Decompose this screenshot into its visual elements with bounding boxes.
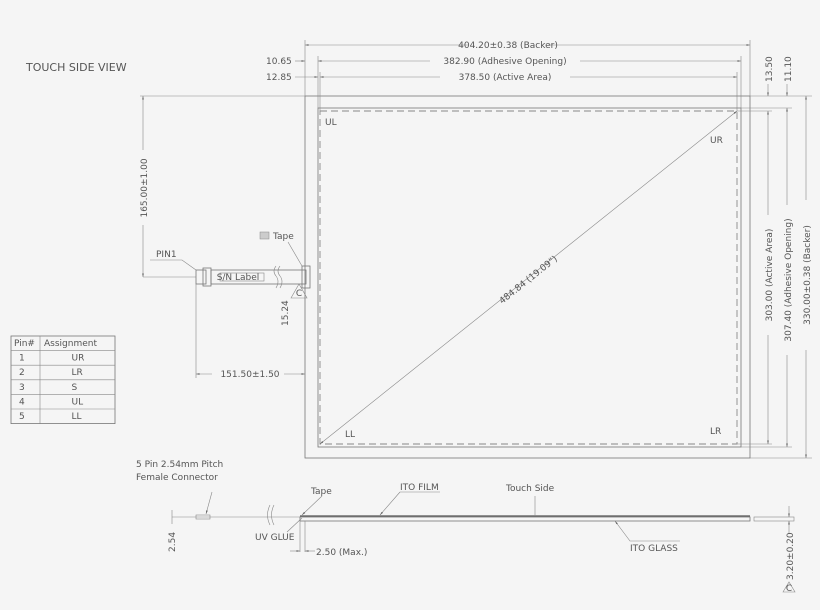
glue-max-label: 2.50 (Max.) bbox=[316, 548, 367, 558]
note-mark-c: C bbox=[296, 289, 302, 299]
table-cell-assignment: LL bbox=[72, 412, 82, 422]
table-header: Assignment bbox=[44, 339, 97, 349]
ito-film-label: ITO FILM bbox=[400, 483, 439, 493]
table-header: Pin# bbox=[14, 339, 35, 349]
thickness-label: 3.20±0.20 bbox=[786, 532, 796, 580]
active-height-label: 303.00 (Active Area) bbox=[765, 229, 775, 322]
left-offset-adhesive-label: 10.65 bbox=[266, 57, 292, 67]
top-offset-adhesive-label: 11.10 bbox=[784, 56, 794, 82]
pin1-label: PIN1 bbox=[156, 250, 177, 260]
side-tape-label: Tape bbox=[310, 487, 332, 497]
connector-label-line2: Female Connector bbox=[136, 473, 218, 483]
view-title: TOUCH SIDE VIEW bbox=[25, 61, 127, 74]
table-cell-assignment: S bbox=[72, 383, 78, 393]
table-cell-pin: 2 bbox=[19, 368, 25, 378]
connector-label-line1: 5 Pin 2.54mm Pitch bbox=[136, 460, 223, 470]
pitch-label: 2.54 bbox=[168, 532, 178, 552]
pin-assignment-table: Pin# Assignment 1 UR 2 LR 3 S 4 UL 5 LL bbox=[10, 335, 116, 424]
table-cell-pin: 3 bbox=[19, 383, 25, 393]
touch-side-label: Touch Side bbox=[505, 484, 555, 494]
corner-ll: LL bbox=[345, 430, 355, 440]
adhesive-width-label: 382.90 (Adhesive Opening) bbox=[443, 57, 566, 67]
ito-glass-label: ITO GLASS bbox=[630, 544, 678, 554]
backer-height-label: 330.00±0.38 (Backer) bbox=[803, 225, 813, 325]
sn-label: S/N Label bbox=[217, 273, 260, 283]
corner-lr: LR bbox=[710, 427, 721, 437]
diagonal-dimension bbox=[319, 110, 738, 445]
diagonal-label: 484.84 (19.09") bbox=[498, 254, 560, 306]
adhesive-opening-outline bbox=[317, 107, 742, 448]
table-cell-assignment: UL bbox=[72, 397, 84, 407]
corner-ul: UL bbox=[325, 118, 337, 128]
uv-glue-label: UV GLUE bbox=[255, 533, 295, 543]
tail-length-label: 151.50±1.50 bbox=[220, 370, 279, 380]
side-view bbox=[171, 491, 796, 593]
corner-ur: UR bbox=[710, 136, 723, 146]
tail-width-label: 15.24 bbox=[281, 300, 291, 326]
tape-label: Tape bbox=[272, 232, 294, 242]
adhesive-height-label: 307.40 (Adhesive Opening) bbox=[784, 218, 794, 341]
backer-outline bbox=[304, 95, 751, 459]
top-offset-active-label: 13.50 bbox=[765, 56, 775, 82]
table-cell-pin: 1 bbox=[19, 354, 25, 364]
side-note-mark-c: C bbox=[786, 584, 792, 594]
left-offset-active-label: 12.85 bbox=[266, 73, 292, 83]
tail-position-label: 165.00±1.00 bbox=[140, 158, 150, 217]
table-cell-pin: 5 bbox=[19, 412, 25, 422]
active-width-label: 378.50 (Active Area) bbox=[459, 73, 552, 83]
table-cell-pin: 4 bbox=[19, 397, 25, 407]
table-cell-assignment: LR bbox=[72, 368, 83, 378]
table-cell-assignment: UR bbox=[72, 354, 85, 364]
backer-width-label: 404.20±0.38 (Backer) bbox=[458, 41, 558, 51]
